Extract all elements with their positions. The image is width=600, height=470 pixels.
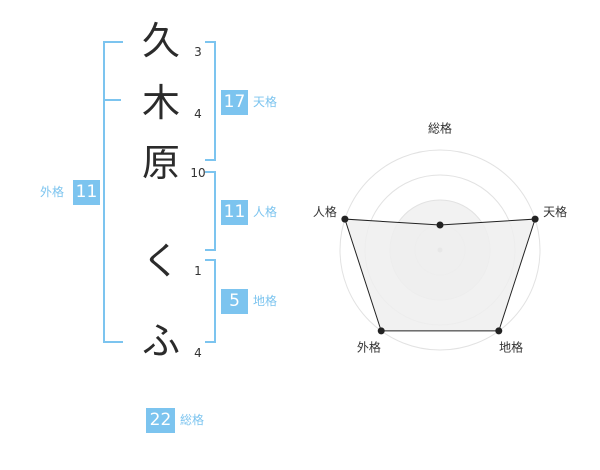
radar-point-2: [531, 215, 539, 223]
name-char-2: 木: [141, 81, 180, 125]
soukaku-label: 総格: [180, 413, 205, 427]
soukaku-badge: 22: [146, 408, 175, 433]
radar-point-4: [377, 327, 385, 335]
radar-axis-label-1: 総格: [428, 121, 452, 136]
chikaku-bracket: [205, 259, 216, 343]
radar-axis-label-5: 人格: [313, 204, 337, 219]
jinkaku-badge: 11: [221, 200, 248, 225]
radar-point-1: [436, 221, 444, 229]
gaikaku-bracket: [103, 41, 123, 343]
stroke-count-2: 4: [194, 107, 202, 121]
name-char-4: く: [141, 239, 180, 283]
gaikaku-badge: 11: [73, 180, 100, 205]
radar-polygon: [344, 218, 536, 332]
tenkaku-label: 天格: [253, 95, 278, 109]
stroke-count-1: 3: [194, 45, 202, 59]
radar-point-3: [495, 327, 503, 335]
jinkaku-label: 人格: [253, 205, 278, 219]
jinkaku-bracket: [205, 171, 216, 251]
chikaku-label: 地格: [253, 294, 278, 308]
stroke-count-3: 10: [190, 166, 206, 180]
stroke-count-5: 4: [194, 346, 202, 360]
gaikaku-label: 外格: [40, 185, 65, 199]
chikaku-badge: 5: [221, 289, 248, 314]
radar-axis-label-3: 地格: [499, 339, 523, 354]
radar-axis-label-2: 天格: [543, 204, 567, 219]
name-char-5: ふ: [141, 319, 180, 363]
gaikaku-bracket-divider: [103, 99, 121, 101]
radar-point-5: [341, 215, 349, 223]
tenkaku-badge: 17: [221, 90, 248, 115]
name-char-3: 原: [141, 141, 180, 185]
stroke-count-4: 1: [194, 264, 202, 278]
tenkaku-bracket: [205, 41, 216, 161]
radar-axis-label-4: 外格: [357, 339, 381, 354]
name-char-1: 久: [141, 19, 180, 63]
